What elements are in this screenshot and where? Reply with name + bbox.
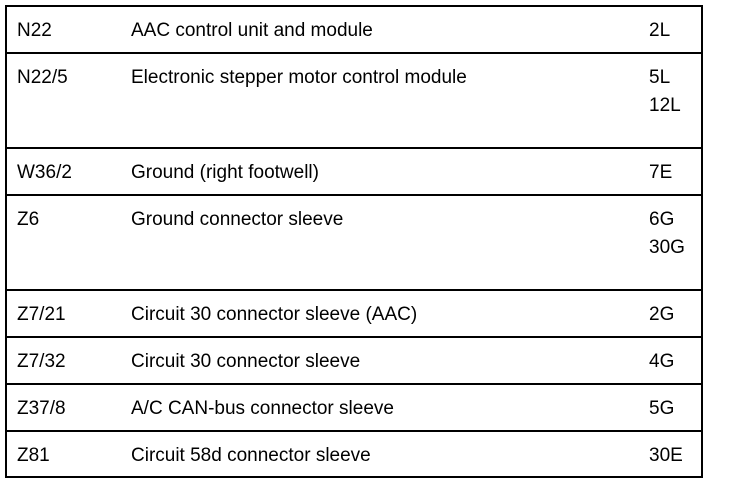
component-code: Z37/8	[17, 398, 66, 419]
component-description: Circuit 30 connector sleeve	[131, 351, 361, 372]
legend-row: N22 AAC control unit and module 2L	[7, 7, 701, 54]
component-description: Electronic stepper motor control module	[131, 67, 467, 88]
legend-row: Z37/8 A/C CAN-bus connector sleeve 5G	[7, 385, 701, 432]
legend-row: Z6 Ground connector sleeve 6G 30G	[7, 196, 701, 291]
component-code: Z6	[17, 209, 40, 230]
component-description: Circuit 30 connector sleeve (AAC)	[131, 304, 418, 325]
grid-location-value: 2L	[649, 20, 671, 41]
grid-location-value: 7E	[649, 162, 673, 183]
grid-location: 2G	[649, 301, 674, 329]
component-code: Z81	[17, 445, 50, 466]
grid-location: 4G	[649, 348, 674, 376]
legend-row: N22/5 Electronic stepper motor control m…	[7, 54, 701, 149]
component-description: Circuit 58d connector sleeve	[131, 445, 371, 466]
component-description: AAC control unit and module	[131, 20, 373, 41]
component-description: Ground (right footwell)	[131, 162, 319, 183]
grid-location: 5L 12L	[649, 64, 681, 120]
grid-location: 6G 30G	[649, 206, 685, 262]
component-description: Ground connector sleeve	[131, 209, 344, 230]
grid-location-value: 12L	[649, 95, 681, 116]
component-code: N22/5	[17, 67, 68, 88]
grid-location: 7E	[649, 159, 672, 187]
legend-row: Z81 Circuit 58d connector sleeve 30E	[7, 432, 701, 476]
legend-row: W36/2 Ground (right footwell) 7E	[7, 149, 701, 196]
component-description: A/C CAN-bus connector sleeve	[131, 398, 394, 419]
legend-row: Z7/32 Circuit 30 connector sleeve 4G	[7, 338, 701, 385]
grid-location-value: 2G	[649, 304, 675, 325]
grid-location-value: 4G	[649, 351, 675, 372]
component-legend-table: N22 AAC control unit and module 2L N22/5…	[5, 5, 703, 478]
component-code: W36/2	[17, 162, 72, 183]
grid-location-value: 6G	[649, 209, 675, 230]
grid-location: 5G	[649, 395, 674, 423]
grid-location-value: 5G	[649, 398, 675, 419]
grid-location: 30E	[649, 442, 683, 470]
grid-location-value: 5L	[649, 67, 671, 88]
legend-row: Z7/21 Circuit 30 connector sleeve (AAC) …	[7, 291, 701, 338]
grid-location-value: 30G	[649, 237, 685, 258]
grid-location-value: 30E	[649, 445, 683, 466]
component-code: Z7/32	[17, 351, 66, 372]
grid-location: 2L	[649, 17, 670, 45]
component-code: Z7/21	[17, 304, 66, 325]
component-code: N22	[17, 20, 52, 41]
